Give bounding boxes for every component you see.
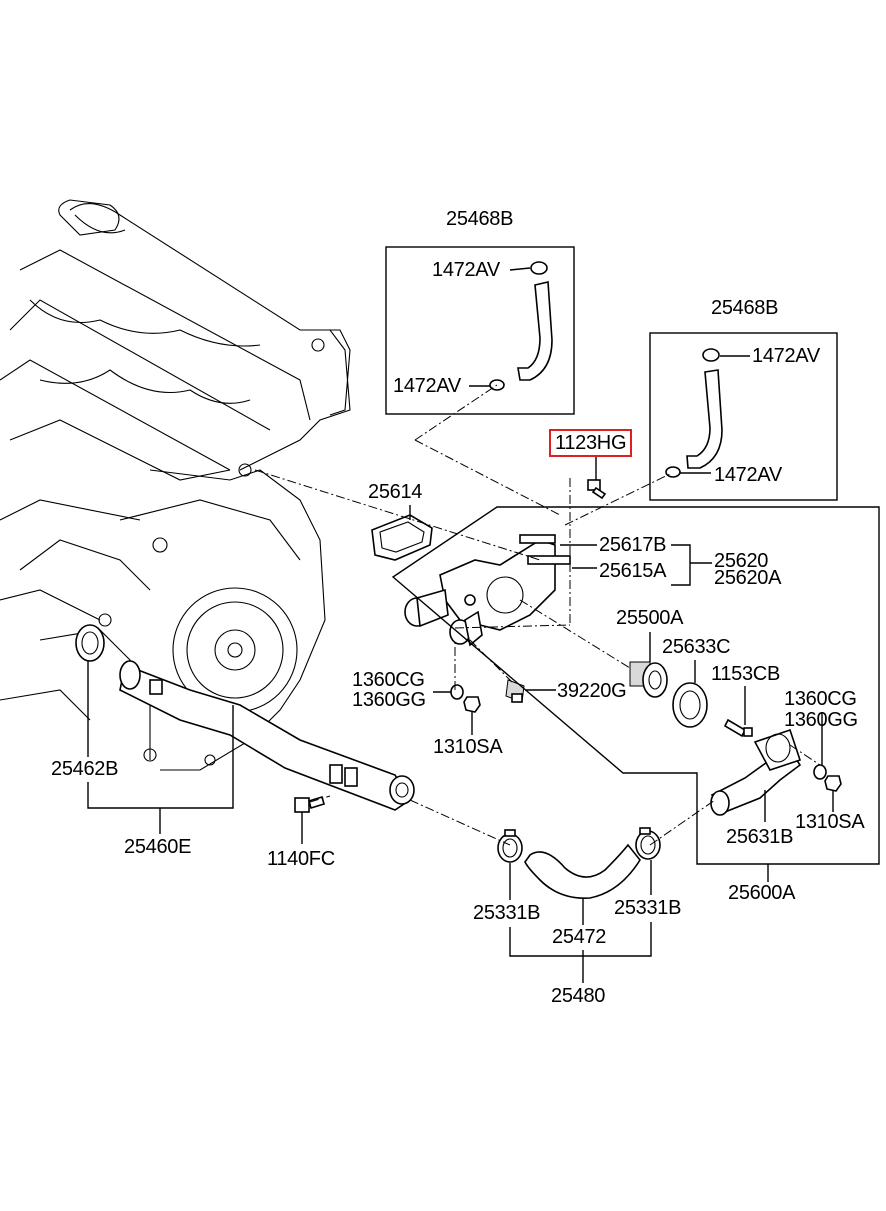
label-25617B: 25617B [599, 534, 667, 556]
leader-lines [87, 267, 834, 983]
label-25620A: 25620A [714, 567, 782, 589]
label-25468B-right: 25468B [711, 297, 779, 319]
flange-bolt-part [294, 795, 325, 813]
label-39220G: 39220G [557, 680, 627, 702]
label-1310SA-right: 1310SA [795, 811, 865, 833]
label-25331B-left: 25331B [473, 902, 541, 924]
washer-left-part [450, 684, 464, 700]
label-1153CB: 1153CB [711, 663, 780, 685]
label-1140FC: 1140FC [267, 848, 335, 870]
label-25600A: 25600A [728, 882, 796, 904]
thermostat-gasket-part [672, 682, 708, 728]
hose-clamp-right-part [635, 827, 661, 860]
label-25480: 25480 [551, 985, 606, 1007]
label-1472AV-right-1: 1472AV [752, 345, 820, 367]
hose-box-top [385, 246, 575, 415]
housing-assy-box [391, 506, 880, 865]
label-1360GG-left: 1360GG [352, 689, 426, 711]
label-25500A: 25500A [616, 607, 684, 629]
label-1360GG-right: 1360GG [784, 709, 858, 731]
nut-left-part [463, 696, 481, 713]
label-25620: 25620 [714, 550, 769, 572]
highlighted-bolt-part [587, 479, 607, 500]
outlet-fitting-part [710, 728, 802, 816]
nut-right-part [824, 775, 842, 792]
label-25631B: 25631B [726, 826, 794, 848]
label-1310SA-left: 1310SA [433, 736, 503, 758]
label-1472AV-top-1: 1472AV [432, 259, 500, 281]
coolant-housing-part [404, 534, 571, 647]
assembly-lines [254, 384, 821, 846]
label-25462B: 25462B [51, 758, 119, 780]
label-25614: 25614 [368, 481, 423, 503]
label-1472AV-right-2: 1472AV [714, 464, 782, 486]
seal-ring-part [75, 624, 105, 662]
washer-right-part [813, 764, 827, 780]
label-25633C: 25633C [662, 636, 731, 658]
label-1123HG-highlighted[interactable]: 1123HG [549, 429, 633, 457]
label-25615A: 25615A [599, 560, 667, 582]
thermostat-part [629, 661, 668, 698]
hose-box-right [649, 332, 838, 501]
temp-sensor-part [505, 679, 525, 703]
label-25468B-top: 25468B [446, 208, 514, 230]
bypass-hose-top-part [489, 261, 553, 391]
hose-clamp-left-part [497, 829, 523, 863]
label-1360CG-left: 1360CG [352, 669, 425, 691]
hose-part [524, 843, 641, 899]
label-25460E: 25460E [124, 836, 192, 858]
water-pipe-part [119, 660, 415, 811]
label-1472AV-top-2: 1472AV [393, 375, 461, 397]
bypass-hose-right-part [665, 348, 723, 478]
gasket-part [371, 514, 433, 561]
label-25472: 25472 [552, 926, 607, 948]
label-1360CG-right: 1360CG [784, 688, 857, 710]
label-25331B-right: 25331B [614, 897, 682, 919]
stud-part [723, 718, 753, 738]
